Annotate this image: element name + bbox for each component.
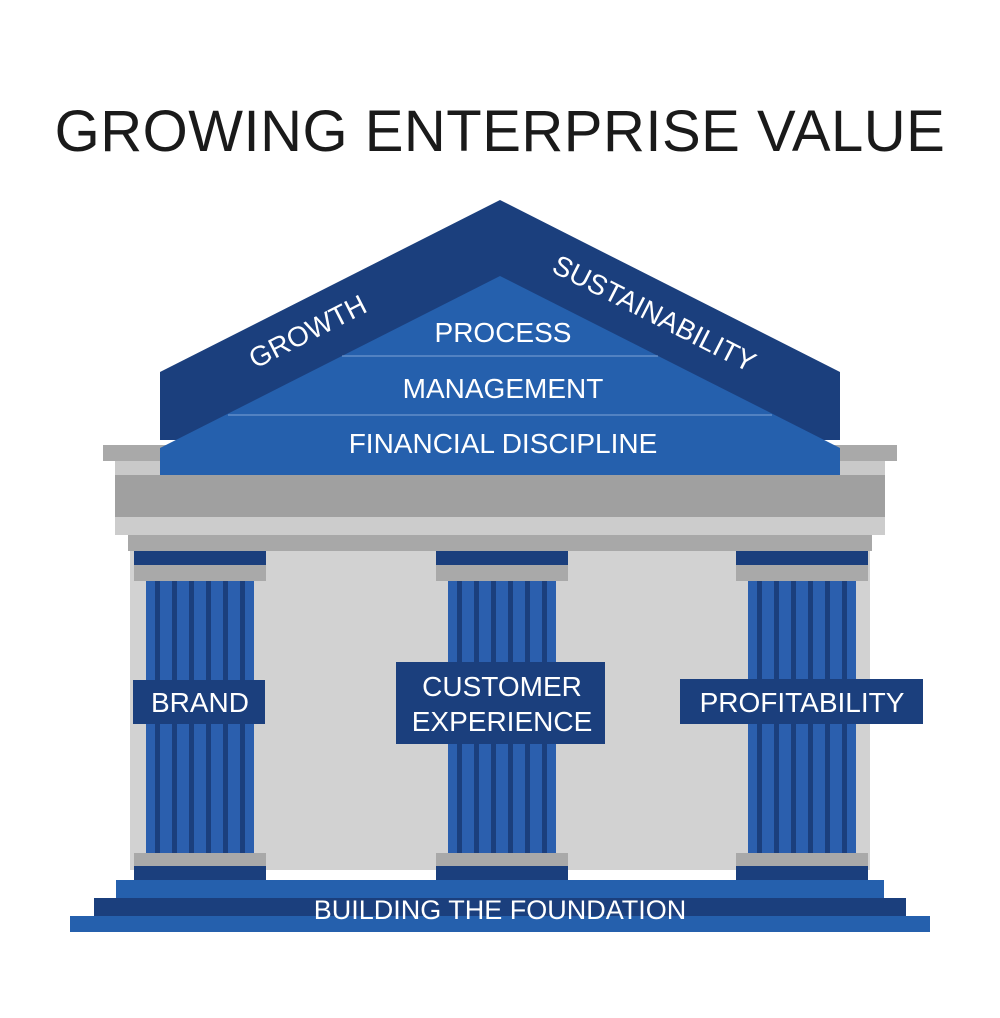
- pillar-base-band-profitability: [736, 853, 868, 866]
- pillar-capital-band-profitability: [736, 565, 868, 581]
- pillar-label-box-profitability: [680, 679, 923, 724]
- pillar-label-box-customer-experience: [396, 662, 605, 744]
- pillar-base-band-customer-experience: [436, 853, 568, 866]
- foundation-step-bottom: [70, 916, 930, 932]
- pillar-base-profitability: [736, 866, 868, 880]
- pillar-base-customer-experience: [436, 866, 568, 880]
- pillar-capital-band-customer-experience: [436, 565, 568, 581]
- entablature-lower: [115, 517, 885, 535]
- entablature-beam: [115, 475, 885, 517]
- foundation-label: BUILDING THE FOUNDATION: [314, 895, 687, 925]
- foundation-step-middle: [94, 898, 906, 916]
- pillar-capital-brand: [134, 551, 266, 565]
- pillar-base-band-brand: [134, 853, 266, 866]
- pillar-capital-profitability: [736, 551, 868, 565]
- pillar-base-brand: [134, 866, 266, 880]
- roof-tier-management: MANAGEMENT: [403, 373, 604, 404]
- entablature-base: [128, 535, 872, 551]
- roof-inner: [160, 276, 840, 475]
- pillar-label-profitability: PROFITABILITY: [700, 687, 905, 718]
- roof-tier-financial-discipline: FINANCIAL DISCIPLINE: [349, 428, 658, 459]
- pillar-label-brand: BRAND: [151, 687, 249, 718]
- pillar-label-box-brand: [133, 680, 265, 724]
- foundation-step-top: [116, 880, 884, 898]
- diagram-title: GROWING ENTERPRISE VALUE: [54, 99, 946, 164]
- pillar-capital-band-brand: [134, 565, 266, 581]
- pillar-label-customer: CUSTOMER: [422, 671, 582, 702]
- pillar-label-experience: EXPERIENCE: [412, 706, 593, 737]
- roof-tier-process: PROCESS: [435, 317, 572, 348]
- pillar-capital-customer-experience: [436, 551, 568, 565]
